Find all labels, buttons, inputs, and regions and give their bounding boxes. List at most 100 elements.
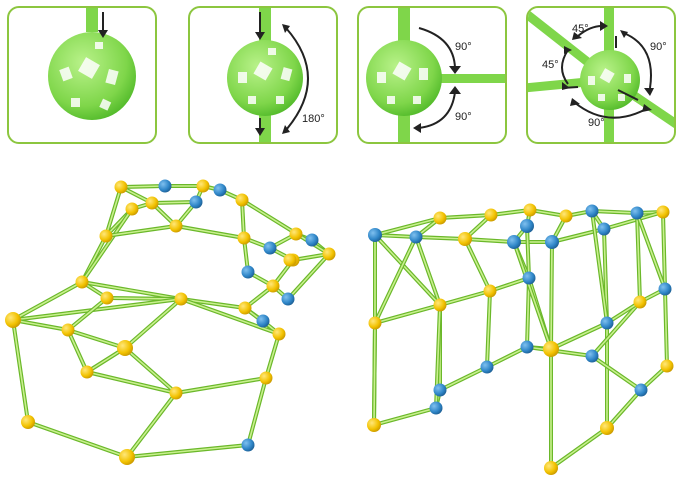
rod-highlight [120,185,166,188]
rod-highlight [151,201,197,204]
yellow-connector-ball [114,180,128,194]
yellow-connector-ball [119,449,135,465]
yellow-connector-ball [145,196,159,210]
rod-highlight [373,407,437,426]
blue-connector-ball [433,383,447,397]
rod-highlight [664,288,668,367]
rod-highlight [81,208,133,283]
rod-highlight [287,253,330,300]
rod-highlight [486,290,491,368]
angle-label-90-top: 90° [455,41,472,53]
yellow-connector-ball [283,253,297,267]
rod-highlight [374,304,441,324]
yellow-connector-ball [367,418,381,432]
blue-connector-ball [658,282,672,296]
yellow-connector-ball [660,359,674,373]
blue-connector-ball [281,292,295,306]
blue-connector-ball [305,233,319,247]
rod-highlight [636,212,641,303]
yellow-connector-ball [484,208,498,222]
single-connection-diagram [48,8,136,120]
right-angle-connection-diagram: 90° 90° [366,8,505,142]
yellow-connector-ball [21,415,35,429]
yellow-connector-ball [656,205,670,219]
yellow-connector-ball [5,312,21,328]
blue-connector-ball [597,222,611,236]
rod-highlight [124,347,177,394]
rod-highlight [67,297,108,331]
angle-arc-icon [285,27,309,131]
blue-connector-ball [634,383,648,397]
rod-highlight [180,298,246,309]
blue-connector-ball [480,360,494,374]
rod-highlight [603,211,664,230]
dome-fort-structure [5,179,336,465]
rod-highlight [27,421,128,458]
rod-highlight [550,241,553,350]
blue-connector-ball [585,349,599,363]
blue-connector-ball [256,314,270,328]
fort-structures [5,179,674,475]
blue-connector-ball [585,204,599,218]
blue-connector-ball [241,265,255,279]
blue-connector-ball [520,340,534,354]
blue-connector-ball [368,228,382,242]
rod-highlight [526,225,530,279]
yellow-connector-ball [633,295,647,309]
rod-highlight [81,281,182,300]
blue-connector-ball [241,438,255,452]
yellow-connector-ball [100,291,114,305]
rod-highlight [464,238,515,243]
rod-highlight [439,290,491,306]
rod-highlight [591,210,638,214]
yellow-connector-ball [544,461,558,475]
blue-connector-ball [158,179,172,193]
panel-straight-connection: 180° [188,6,338,144]
panel-right-angle-connection: 90° 90° [357,6,507,144]
arrow-icon [562,21,654,112]
yellow-connector-ball [322,247,336,261]
rod-highlight [175,377,267,394]
yellow-connector-ball [169,219,183,233]
rod-highlight [464,238,491,292]
yellow-connector-ball [238,301,252,315]
angle-label-90-bottom: 90° [588,117,605,129]
yellow-connector-ball [196,179,210,193]
rod-highlight [67,329,88,373]
yellow-connector-ball [237,231,251,245]
blue-connector-ball [520,219,534,233]
rod-highlight [591,301,641,357]
blue-connector-ball [507,235,521,249]
multi-angle-connection-diagram: 45° 45° 90° 90° [528,8,674,142]
yellow-connector-ball [235,193,249,207]
rod-highlight [12,281,83,321]
rod-highlight [105,225,177,237]
rod-highlight [86,371,177,394]
blue-connector-ball [213,183,227,197]
rod-highlight [591,210,608,324]
rod-highlight [415,236,466,240]
yellow-connector-ball [99,229,113,243]
rod-highlight [12,298,182,321]
angle-label-45-left: 45° [542,59,559,71]
blue-connector-ball [263,241,277,255]
yellow-connector-ball [600,421,614,435]
angle-label-45-top: 45° [572,23,589,35]
angle-label-180: 180° [302,113,325,125]
rod-highlight [490,209,531,216]
yellow-connector-ball [458,232,472,246]
rod-highlight [439,214,492,219]
angle-label-90-right: 90° [650,41,667,53]
rod-highlight [606,301,641,324]
straight-connection-diagram: 180° [227,8,325,142]
yellow-connector-ball [523,203,537,217]
rod-highlight [591,355,642,391]
blue-connector-ball [409,230,423,244]
rod-highlight [526,346,593,357]
rod-highlight [606,389,642,429]
rod-highlight [175,225,245,239]
rod-highlight [662,211,666,290]
rod-highlight [415,236,441,306]
rod-highlight [247,377,267,446]
rod-highlight [550,322,608,350]
